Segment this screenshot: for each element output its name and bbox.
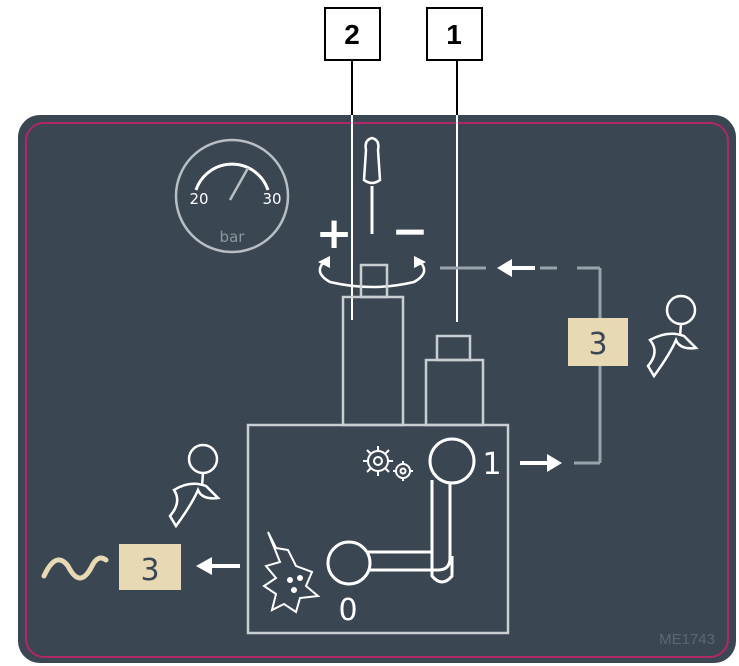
arrow-right-icon	[520, 454, 562, 472]
pressure-gauge-icon: 20 30 bar	[174, 138, 290, 254]
transmission-housing	[246, 423, 510, 635]
gauge-unit-label: bar	[220, 228, 246, 246]
increase-sign: +	[316, 208, 353, 259]
gears-icon	[363, 446, 413, 481]
callout-2: 2	[324, 7, 381, 61]
decrease-sign: −	[392, 206, 429, 257]
reference-code: ME1743	[659, 631, 715, 648]
arrow-left-bottom-icon	[196, 557, 240, 575]
panel-background	[18, 115, 736, 663]
badge-right: 3	[568, 318, 628, 366]
position-0-circle	[326, 540, 372, 586]
sine-wave-icon	[41, 555, 109, 581]
screwdriver-icon	[362, 136, 382, 234]
operator-icon-right	[646, 294, 699, 379]
operator-icon-left	[168, 443, 221, 529]
callout-1-label: 1	[446, 19, 462, 50]
arrow-left-top-icon	[497, 259, 535, 277]
callout-1-box	[426, 7, 483, 61]
callout-1: 1	[426, 7, 483, 61]
engine-icon	[262, 531, 321, 614]
badge-right-label: 3	[588, 327, 607, 362]
callout-2-label: 2	[344, 19, 360, 50]
position-0-label: 0	[338, 593, 357, 628]
selector-schematic	[326, 437, 476, 586]
callout-2-box	[324, 7, 381, 61]
panel-border	[25, 122, 729, 658]
gauge-needle	[228, 167, 250, 201]
gauge-min-label: 20	[189, 190, 208, 208]
position-1-circle	[428, 437, 476, 485]
position-1-label: 1	[482, 447, 501, 482]
rotation-arrows-icon	[318, 256, 426, 289]
badge-bottom: 3	[119, 544, 181, 590]
badge-bottom-label: 3	[140, 553, 159, 588]
gauge-max-label: 30	[262, 190, 281, 208]
